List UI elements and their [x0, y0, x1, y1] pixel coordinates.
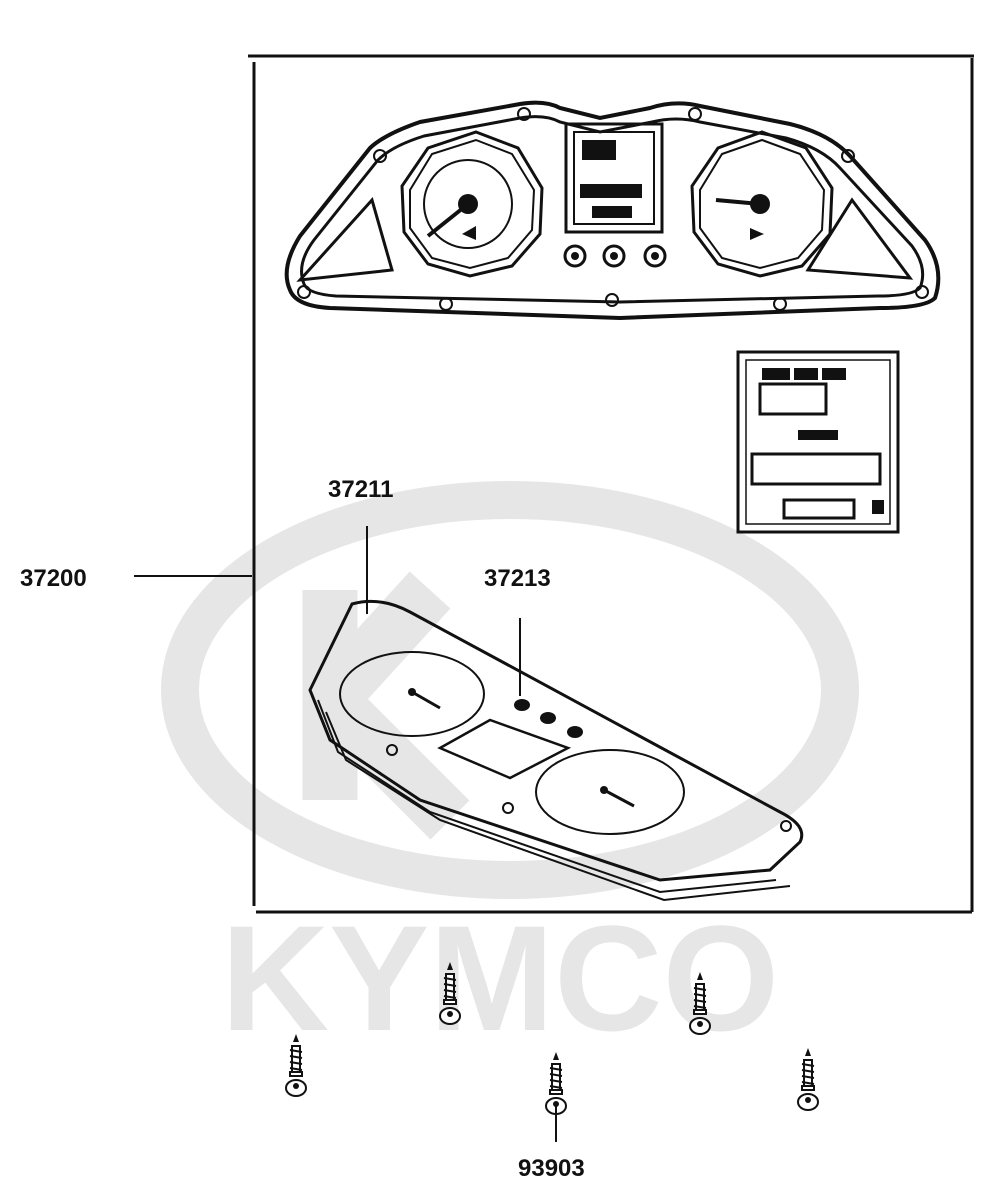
watermark-brand-text: KYMCO — [221, 894, 779, 1062]
callout-37211: 37211 — [328, 476, 393, 503]
meter-cover-view — [308, 599, 804, 902]
watermark-ring — [161, 481, 859, 899]
callout-37200: 37200 — [20, 565, 87, 592]
meter-assembly-front-view — [284, 100, 941, 321]
callout-37213: 37213 — [484, 565, 551, 592]
button-2 — [540, 712, 556, 724]
lcd-display-detail — [736, 350, 900, 534]
speedometer-dial — [339, 651, 485, 737]
assembly-bracket — [248, 54, 974, 914]
callout-93903: 93903 — [518, 1155, 585, 1182]
tachometer-dial — [535, 749, 685, 835]
kymco-watermark: KYMCO — [161, 481, 859, 1062]
button-1 — [514, 699, 530, 711]
watermark-k-mark — [302, 571, 470, 840]
button-3 — [567, 726, 583, 738]
screw-5-icon — [797, 1047, 819, 1111]
lcd-window — [437, 718, 572, 780]
leader-lines — [134, 526, 557, 1142]
